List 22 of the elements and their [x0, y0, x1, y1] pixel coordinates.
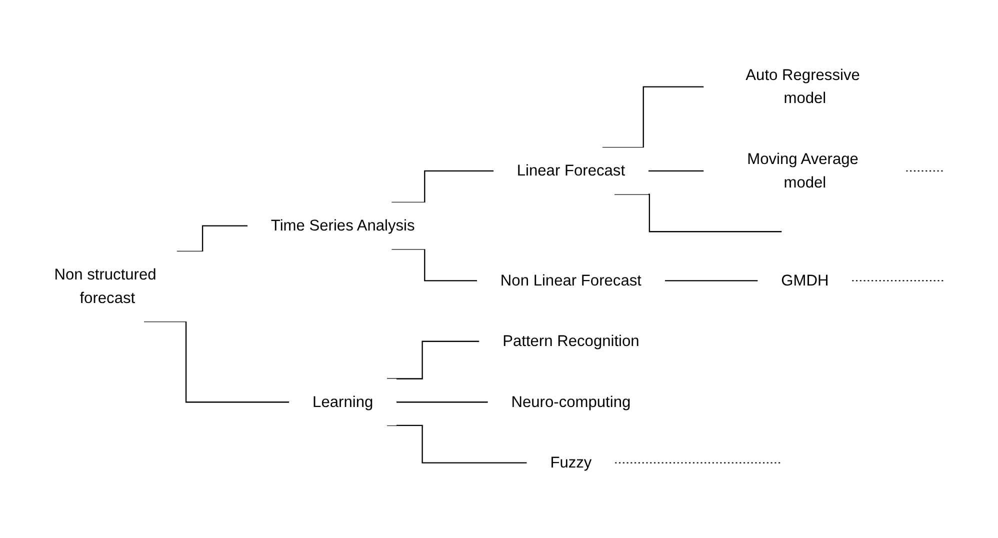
- connector: [614, 194, 782, 232]
- node-text: Auto Regressive model: [746, 66, 860, 108]
- connector: [852, 280, 946, 282]
- connector: [392, 170, 494, 204]
- connector: [177, 225, 248, 252]
- node-text: Non Linear Forecast: [500, 272, 642, 290]
- node-text: GMDH: [781, 272, 829, 290]
- node-text: Fuzzy: [550, 454, 592, 472]
- connector: [664, 280, 758, 282]
- connector: [396, 402, 488, 403]
- node-text: Learning: [312, 394, 374, 411]
- connector: [906, 170, 946, 172]
- node-text: Neuro-computing: [511, 394, 631, 411]
- node-text: Moving Average model: [747, 150, 858, 192]
- connector: [144, 320, 290, 403]
- connector: [602, 86, 704, 148]
- node-text: Pattern Recognition: [502, 332, 640, 350]
- connector: [387, 340, 480, 380]
- connector: [615, 462, 782, 464]
- connector: [392, 248, 478, 282]
- connector: [648, 170, 704, 172]
- connector: [387, 424, 527, 464]
